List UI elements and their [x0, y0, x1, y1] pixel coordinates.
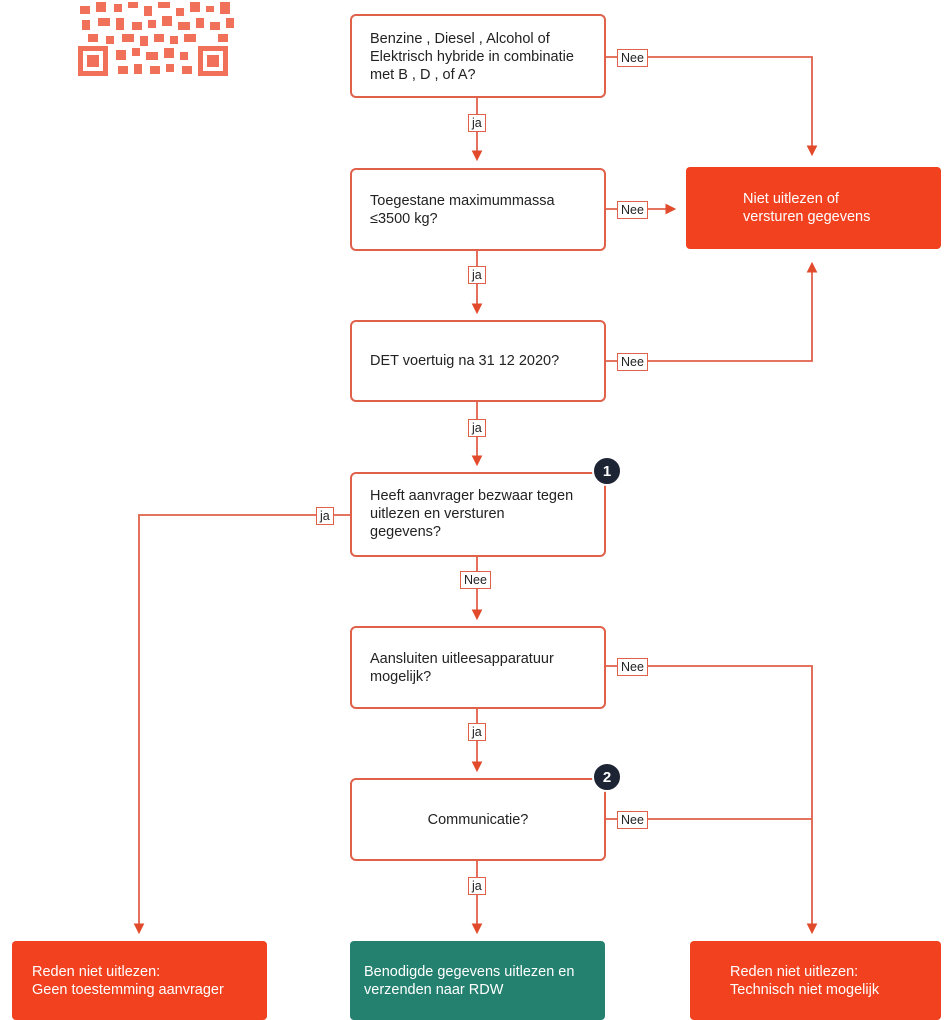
label-yes-1: ja	[468, 114, 486, 132]
outcome-not-read-text: Niet uitlezen of versturen gegevens	[743, 191, 871, 225]
label-yes-6: ja	[468, 877, 486, 895]
outcome-send-rdw-text: Benodigde gegevens uitlezen en verzenden…	[364, 963, 575, 998]
question-applicant-objection-text: Heeft aanvrager bezwaar tegen uitlezen e…	[370, 488, 574, 540]
label-yes-5: ja	[468, 723, 486, 741]
outcome-technical-text: Reden niet uitlezen: Technisch niet moge…	[730, 963, 880, 998]
label-yes-4: ja	[316, 507, 334, 525]
question-det-vehicle: DET voertuig na 31 12 2020?	[350, 320, 606, 402]
question-det-vehicle-text: DET voertuig na 31 12 2020?	[370, 353, 560, 369]
question-max-mass: Toegestane maximummassa ≤3500 kg?	[350, 168, 606, 251]
question-communication-text: Communicatie?	[427, 811, 529, 828]
question-fuel-type-text: Benzine , Diesel , Alcohol of Elektrisch…	[370, 31, 574, 83]
question-fuel-type: Benzine , Diesel , Alcohol of Elektrisch…	[350, 14, 606, 98]
label-no-2: Nee	[617, 201, 648, 219]
outcome-send-rdw: Benodigde gegevens uitlezen en verzenden…	[350, 941, 605, 1020]
qr-code-icon	[78, 0, 238, 78]
label-yes-3: ja	[468, 419, 486, 437]
question-communication: Communicatie?	[350, 778, 606, 861]
label-no-5: Nee	[617, 658, 648, 676]
question-connect-reader-text: Aansluiten uitleesapparatuur mogelijk?	[370, 650, 554, 685]
question-applicant-objection: Heeft aanvrager bezwaar tegen uitlezen e…	[350, 472, 606, 557]
outcome-technical: Reden niet uitlezen: Technisch niet moge…	[690, 941, 941, 1020]
badge-1: 1	[592, 456, 622, 486]
label-no-6: Nee	[617, 811, 648, 829]
label-no-1: Nee	[617, 49, 648, 67]
label-no-4: Nee	[460, 571, 491, 589]
outcome-no-consent: Reden niet uitlezen: Geen toestemming aa…	[12, 941, 267, 1020]
label-yes-2: ja	[468, 266, 486, 284]
label-no-3: Nee	[617, 353, 648, 371]
outcome-not-read: Niet uitlezen of versturen gegevens	[686, 167, 941, 249]
outcome-no-consent-text: Reden niet uitlezen: Geen toestemming aa…	[32, 963, 224, 998]
question-connect-reader: Aansluiten uitleesapparatuur mogelijk?	[350, 626, 606, 709]
badge-2: 2	[592, 762, 622, 792]
question-max-mass-text: Toegestane maximummassa ≤3500 kg?	[370, 192, 555, 227]
